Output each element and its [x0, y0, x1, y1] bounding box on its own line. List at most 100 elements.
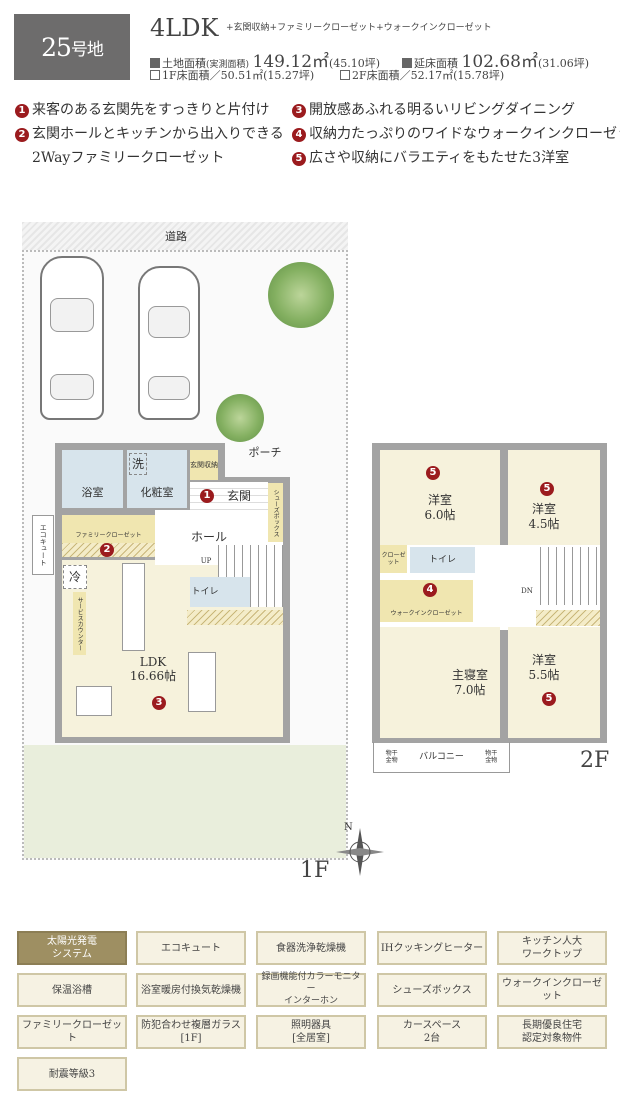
floor2-label: 2F: [580, 748, 610, 773]
equipment-item: 保温浴槽: [17, 973, 127, 1007]
compass-north: N: [344, 822, 353, 833]
badge-icon: 3: [292, 104, 306, 118]
equipment-item: キッチン人大 ワークトップ: [497, 931, 607, 965]
equipment-item: IHクッキングヒーター: [377, 931, 487, 965]
land-area-value: 149.12㎡: [252, 52, 330, 72]
lot-number: 25: [41, 32, 72, 62]
badge-icon: 1: [200, 489, 214, 503]
balcony: 物干金物 バルコニー 物干金物: [373, 742, 510, 773]
land-area-note: (実測面積): [206, 60, 250, 70]
storage-under-stairs: [187, 610, 283, 625]
badge-icon: 2: [100, 543, 114, 557]
shoebox: シューズボックス: [268, 483, 283, 542]
tree-icon: [216, 394, 264, 442]
feature-text: 玄関ホールとキッチンから出入りできる: [32, 126, 284, 142]
garden: [24, 745, 346, 858]
equipment-item: 照明器具 [全居室]: [256, 1015, 366, 1049]
entry-label: 玄関: [226, 488, 251, 503]
toilet-2f: トイレ: [410, 547, 475, 573]
road-label: 道路: [165, 230, 187, 243]
badge-icon: 5: [542, 692, 556, 706]
kitchen-counter: [122, 563, 145, 651]
equipment-item: 太陽光発電 システム: [17, 931, 127, 965]
badge-icon: 5: [292, 152, 306, 166]
room-size: 6.0帖: [424, 507, 456, 522]
hall-label: ホール: [190, 530, 227, 545]
badge-icon: 2: [15, 128, 29, 142]
badge-icon: 5: [540, 482, 554, 496]
equipment-item: 防犯合わせ複層ガラス [1F]: [136, 1015, 246, 1049]
dining-table: [76, 686, 112, 716]
closet: クローゼット: [380, 545, 407, 573]
hanger-label: 物干金物: [485, 749, 498, 764]
fridge: 冷: [63, 565, 87, 589]
floor-area-tsubo: (31.06坪): [537, 57, 590, 70]
room-size: 5.5帖: [528, 667, 560, 682]
layout-type: 4LDK: [150, 14, 219, 42]
washer: 洗: [129, 453, 147, 475]
equipment-item: シューズボックス: [377, 973, 487, 1007]
floor-area-label: 延床面積: [414, 57, 458, 70]
room-size: 7.0帖: [454, 682, 486, 697]
equipment-item: 耐震等級3: [17, 1057, 127, 1091]
badge-icon: 1: [15, 104, 29, 118]
room-powder: 化粧室: [127, 450, 187, 508]
layout-extras: +玄関収納+ファミリークローゼット+ウォークインクローゼット: [226, 23, 492, 33]
feature-text: 開放感あふれる明るいリビングダイニング: [309, 102, 575, 118]
land-area: 土地面積(実測面積) 149.12㎡(45.10坪): [150, 47, 380, 72]
hanger-label: 物干金物: [385, 749, 398, 764]
sofa: [188, 652, 216, 712]
ldk-name: LDK: [139, 654, 167, 669]
compass-icon: N: [336, 822, 384, 876]
toilet-label: トイレ: [191, 586, 219, 597]
room-toilet: トイレ: [190, 577, 250, 607]
lot-suffix: 号地: [70, 39, 104, 60]
closet-5-5: [536, 610, 600, 626]
feature-text: 広さや収納にバラエティをもたせた3洋室: [309, 150, 570, 166]
powder-label: 化粧室: [140, 486, 174, 500]
family-closet: ファミリークローゼット: [62, 515, 155, 543]
room-name: 洋室: [531, 502, 556, 517]
feature-text: 来客のある玄関先をすっきりと片付け: [32, 102, 270, 118]
f2-area-text: 2F床面積／52.17㎡(15.78坪): [352, 69, 505, 82]
land-area-tsubo: (45.10坪): [329, 57, 381, 70]
stairs-2f: [540, 547, 600, 605]
equipment-item: ウォークインクローゼット: [497, 973, 607, 1007]
equipment-item: ファミリークローゼット: [17, 1015, 127, 1049]
porch-label: ポーチ: [248, 446, 282, 460]
room-name: 洋室: [531, 653, 556, 668]
bath-label: 浴室: [81, 486, 104, 500]
badge-icon: 3: [152, 696, 166, 710]
equipment-item: 浴室暖房付換気乾燥機: [136, 973, 246, 1007]
equipment-item: エコキュート: [136, 931, 246, 965]
f1-area-text: 1F床面積／50.51㎡(15.27坪): [162, 69, 315, 82]
balcony-label: バルコニー: [419, 751, 464, 762]
stairs-down-label: DN: [521, 586, 533, 595]
floor1-label: 1F: [300, 858, 330, 883]
room-name: 洋室: [427, 493, 452, 508]
floor-area: 延床面積 102.68㎡(31.06坪): [402, 47, 589, 72]
f1-area: 1F床面積／50.51㎡(15.27坪): [150, 67, 314, 83]
ecocute: エコキュート: [32, 515, 54, 575]
land-area-label: 土地面積: [162, 57, 206, 70]
road: [22, 222, 348, 252]
room-size: 4.5帖: [528, 516, 560, 531]
room-bath: 浴室: [62, 450, 123, 508]
room-name: 主寝室: [451, 668, 488, 683]
car-icon: [40, 256, 104, 420]
equipment-item: 食器洗浄乾燥機: [256, 931, 366, 965]
equipment-item: 長期優良住宅 認定対象物件: [497, 1015, 607, 1049]
stairs-up-label: UP: [200, 556, 212, 565]
equipment-item: 録画機能付カラーモニター インターホン: [256, 972, 366, 1007]
f2-area: 2F床面積／52.17㎡(15.78坪): [340, 67, 504, 83]
